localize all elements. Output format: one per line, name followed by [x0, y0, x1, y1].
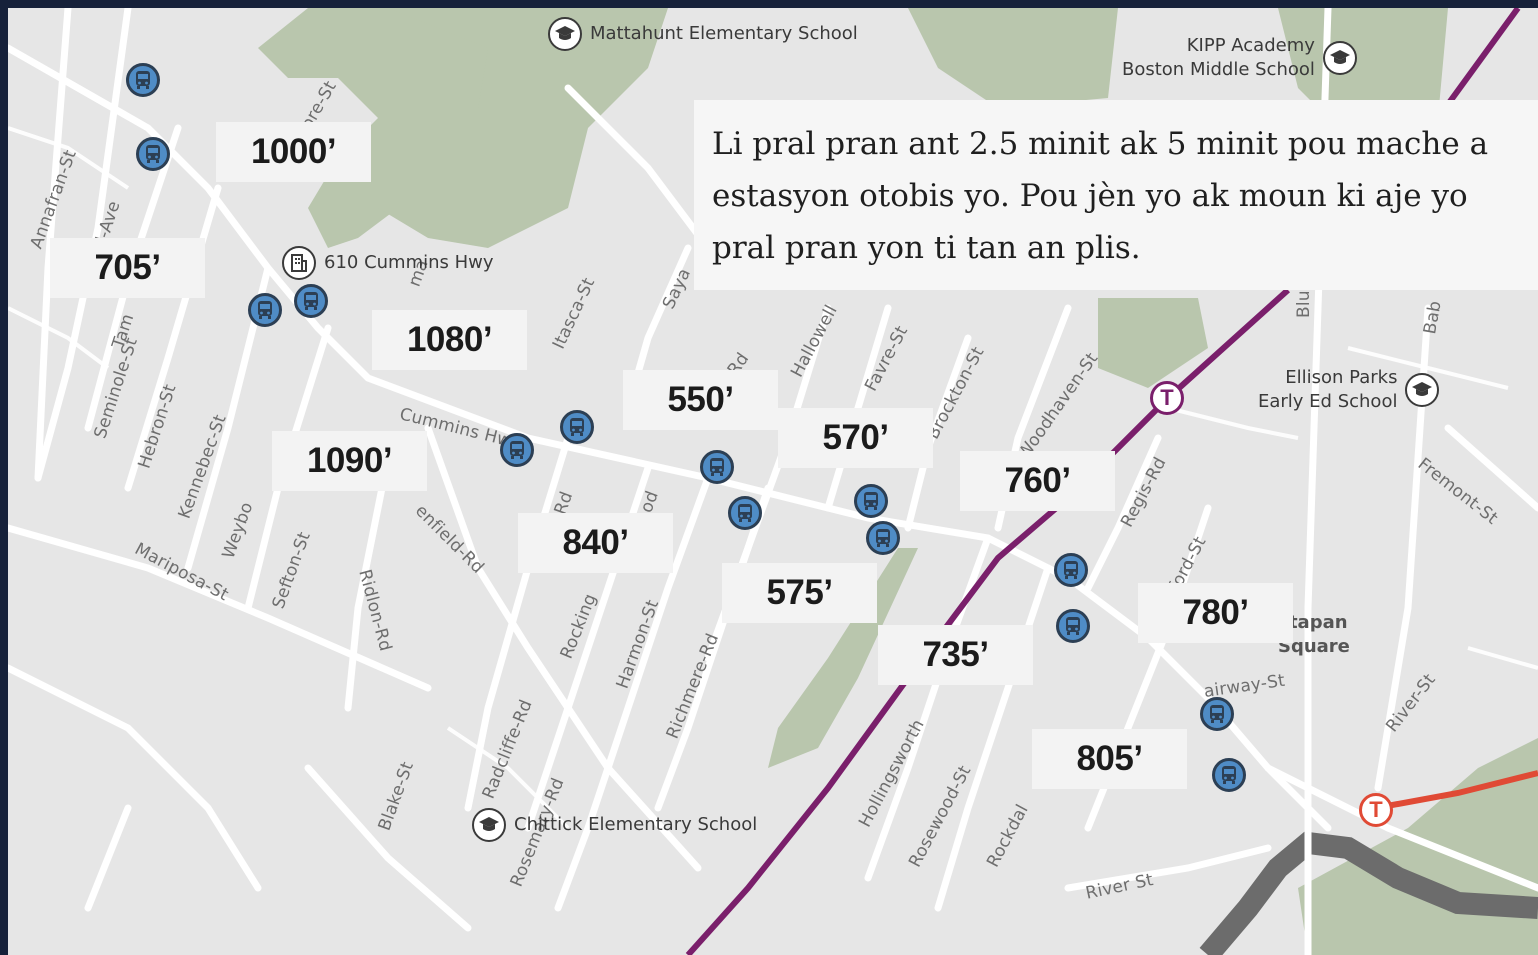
bus-stop-icon[interactable]	[728, 496, 762, 530]
t-transit-icon[interactable]: T	[1150, 381, 1184, 415]
square-label-line1: ttapan	[1280, 612, 1348, 633]
bus-stop-icon[interactable]	[560, 410, 594, 444]
bus-stop-icon[interactable]	[866, 521, 900, 555]
callout-line-1: Li pral pran ant 2.5 minit ak 5 minit po…	[712, 126, 1489, 162]
graduation-cap-icon	[1322, 41, 1357, 75]
walking-time-callout: Li pral pran ant 2.5 minit ak 5 minit po…	[694, 100, 1538, 290]
bus-stop-icon[interactable]	[126, 63, 160, 97]
bus-stop-icon[interactable]	[854, 484, 888, 518]
distance-label-1090: 1090’	[272, 431, 427, 491]
distance-label-550: 550’	[623, 370, 778, 430]
t-transit-icon[interactable]: T	[1359, 793, 1393, 827]
distance-label-805: 805’	[1032, 729, 1187, 789]
poi-label: 610 Cummins Hwy	[324, 252, 494, 273]
poi-mattahunt-school[interactable]: Mattahunt Elementary School	[548, 17, 858, 51]
poi-610-cummins[interactable]: 610 Cummins Hwy	[282, 246, 494, 280]
bus-stop-icon[interactable]	[136, 137, 170, 171]
bus-stop-icon[interactable]	[700, 450, 734, 484]
distance-label-760: 760’	[960, 451, 1115, 511]
bus-stop-icon[interactable]	[1212, 758, 1246, 792]
graduation-cap-icon	[472, 808, 506, 842]
callout-line-2: estasyon otobis yo. Pou jèn yo ak moun k…	[712, 178, 1468, 214]
graduation-cap-icon	[1405, 373, 1440, 407]
bus-stop-icon[interactable]	[294, 284, 328, 318]
bus-stop-icon[interactable]	[1054, 553, 1088, 587]
distance-label-735: 735’	[878, 625, 1033, 685]
building-icon	[282, 246, 316, 280]
distance-label-570: 570’	[778, 408, 933, 468]
poi-label: Chittick Elementary School	[514, 814, 758, 835]
bus-stop-icon[interactable]	[1200, 697, 1234, 731]
graduation-cap-icon	[548, 17, 582, 51]
distance-label-1080: 1080’	[372, 310, 527, 370]
distance-label-705: 705’	[50, 238, 205, 298]
distance-label-780: 780’	[1138, 583, 1293, 643]
street-label-blu: Blu	[1294, 290, 1314, 318]
bus-stop-icon[interactable]	[500, 433, 534, 467]
callout-line-3: pral pran yon ti tan an plis.	[712, 230, 1141, 266]
poi-label: Mattahunt Elementary School	[590, 23, 858, 44]
poi-chittick-school[interactable]: Chittick Elementary School	[472, 808, 757, 842]
square-label-line2: Square	[1278, 636, 1350, 657]
map-canvas[interactable]: Annafran-St d-Ave Tam Seminole-St Hebron…	[8, 8, 1538, 955]
distance-label-575: 575’	[722, 563, 877, 623]
distance-label-840: 840’	[518, 513, 673, 573]
distance-label-1000: 1000’	[216, 122, 371, 182]
bus-stop-icon[interactable]	[1056, 609, 1090, 643]
bus-stop-icon[interactable]	[248, 293, 282, 327]
